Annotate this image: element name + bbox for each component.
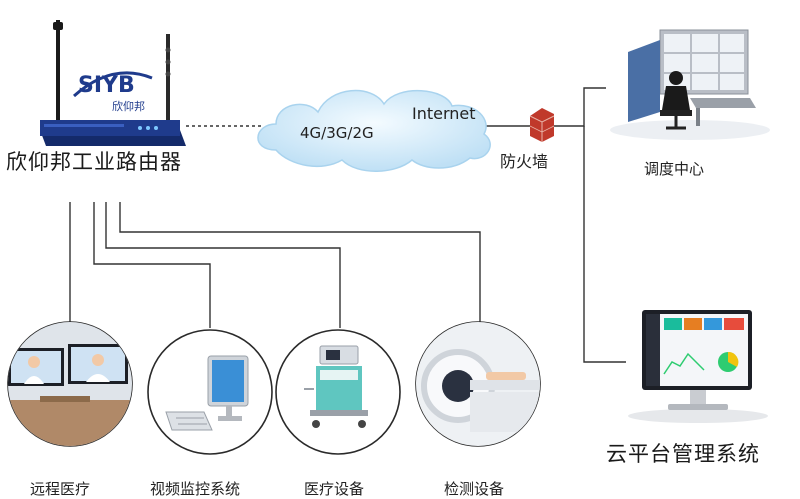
firewall-to-dispatch-link <box>554 87 606 127</box>
firewall-label: 防火墙 <box>500 152 549 171</box>
firewall-icon <box>529 108 555 142</box>
monitor-dashboard-icon <box>628 310 768 423</box>
device-label-video-surveillance: 视频监控系统 <box>150 480 241 498</box>
brand-cn-text: 欣仰邦 <box>112 99 145 113</box>
control-room-icon <box>610 29 770 140</box>
router-name-label: 欣仰邦工业路由器 <box>6 150 182 174</box>
cloud-platform-label: 云平台管理系统 <box>606 442 760 466</box>
brand-logo-text: SIYB <box>78 73 135 98</box>
router-icon <box>40 20 186 146</box>
cloud-icon <box>257 89 491 172</box>
device-label-remote-medical: 远程医疗 <box>30 480 91 498</box>
device-circle-2 <box>147 329 273 455</box>
device-label-medical-equipment: 医疗设备 <box>304 480 365 498</box>
router-to-device-2-link <box>93 202 211 328</box>
dispatch-center-label: 调度中心 <box>644 160 705 178</box>
network-generation-label: 4G/3G/2G <box>300 124 374 142</box>
firewall-to-cloudplatform-link <box>583 126 626 363</box>
internet-label: Internet <box>412 104 476 123</box>
connection-lines <box>69 87 626 363</box>
device-circle-4 <box>415 321 541 447</box>
device-circle-1 <box>7 321 133 447</box>
brand-logo: SIYB 欣仰邦 <box>73 71 153 113</box>
router-to-device-4-link <box>119 202 481 322</box>
device-label-testing-equipment: 检测设备 <box>444 480 505 498</box>
router-to-device-3-link <box>105 202 341 328</box>
device-circle-3 <box>275 329 401 455</box>
